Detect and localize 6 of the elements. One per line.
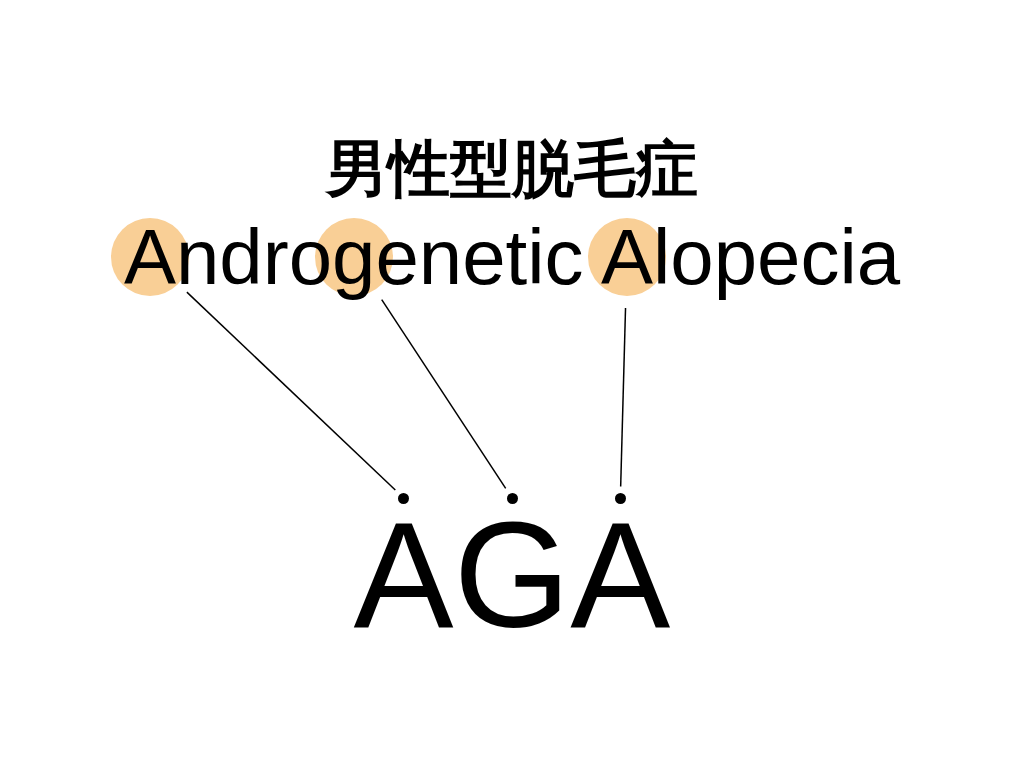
title: 男性型脱毛症 [324,138,699,200]
connector-line [380,298,507,490]
connector-line [619,307,627,488]
abbreviation-text: AGA [353,491,671,659]
full-term-text: Androgenetic Alopecia [123,213,901,301]
connector-line [186,291,397,491]
